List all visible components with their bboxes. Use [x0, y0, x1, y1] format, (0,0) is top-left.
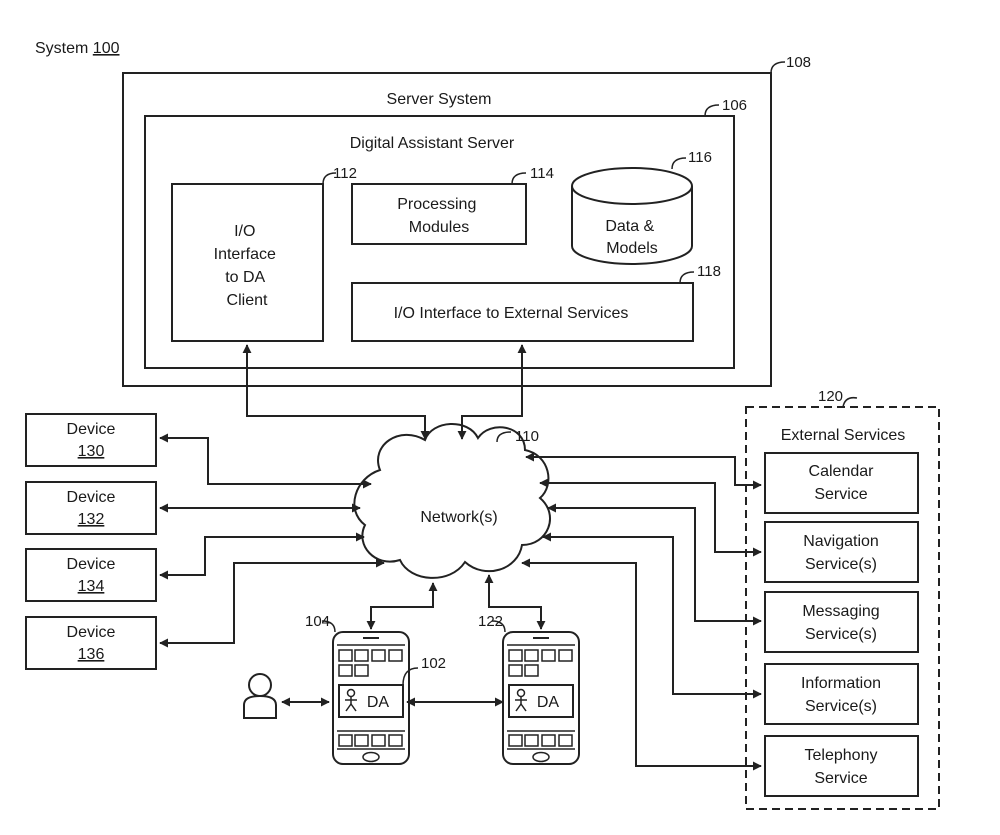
network-title: Network(s) — [420, 509, 497, 526]
network-ref: 110 — [515, 428, 539, 445]
phone-104-ref: 104 — [305, 613, 330, 630]
io-client-ref: 112 — [333, 165, 357, 182]
device-136: Device 136 — [25, 616, 157, 670]
svg-text:System 100: System 100 — [35, 40, 120, 57]
server-system-ref: 108 — [786, 54, 811, 71]
svg-text:Device: Device — [67, 421, 116, 438]
external-services-ref: 120 — [818, 388, 843, 405]
processing-ref: 114 — [530, 165, 554, 182]
processing-modules: Processing Modules 114 — [351, 165, 554, 245]
svg-text:134: 134 — [78, 578, 105, 595]
svg-text:Processing Modules: Processing Modules — [397, 196, 481, 236]
da-server-ref: 106 — [722, 97, 747, 114]
phone-122-ref: 122 — [478, 613, 503, 630]
server-system-title: Server System — [387, 91, 492, 108]
server-network-links — [242, 344, 527, 440]
data-models-database: Data & Models 116 — [571, 149, 712, 265]
svg-text:Device: Device — [67, 624, 116, 641]
svg-text:136: 136 — [78, 646, 105, 663]
user-icon — [243, 673, 277, 719]
assistant-figure-icon — [345, 688, 357, 712]
phone-104-da-label: DA — [367, 694, 390, 711]
svg-text:130: 130 — [78, 443, 105, 460]
external-services-title: External Services — [781, 427, 906, 444]
svg-text:I/O Interface to D: I/O Interface to DA Client — [214, 223, 281, 309]
device-132: Device 132 — [25, 481, 157, 535]
network-cloud: Network(s) 110 — [353, 423, 551, 579]
io-interface-external-services: I/O Interface to External Services 118 — [351, 263, 721, 342]
device-network-links — [159, 433, 385, 648]
assistant-figure-icon — [515, 688, 527, 712]
system-label: System 100 — [35, 40, 120, 57]
io-external-ref: 118 — [697, 263, 721, 280]
data-models-ref: 116 — [688, 149, 712, 166]
svg-text:Device: Device — [67, 489, 116, 506]
service-network-links — [521, 452, 762, 771]
phone-104-da-ref: 102 — [421, 655, 446, 672]
device-130: Device 130 — [25, 413, 157, 467]
phone-104: DA 104 102 — [305, 613, 446, 765]
svg-text:Data & Models: Data & Models — [605, 218, 658, 257]
da-server-title: Digital Assistant Server — [350, 135, 515, 152]
svg-text:Device: Device — [67, 556, 116, 573]
phone-122-da-label: DA — [537, 694, 560, 711]
phone-122: DA 122 — [478, 613, 580, 765]
svg-text:132: 132 — [78, 511, 105, 528]
device-134: Device 134 — [25, 548, 157, 602]
io-interface-da-client: I/O Interface to DA Client 112 — [171, 165, 357, 342]
svg-text:I/O Interface to External Serv: I/O Interface to External Services — [394, 305, 629, 322]
phone-links — [281, 574, 546, 707]
